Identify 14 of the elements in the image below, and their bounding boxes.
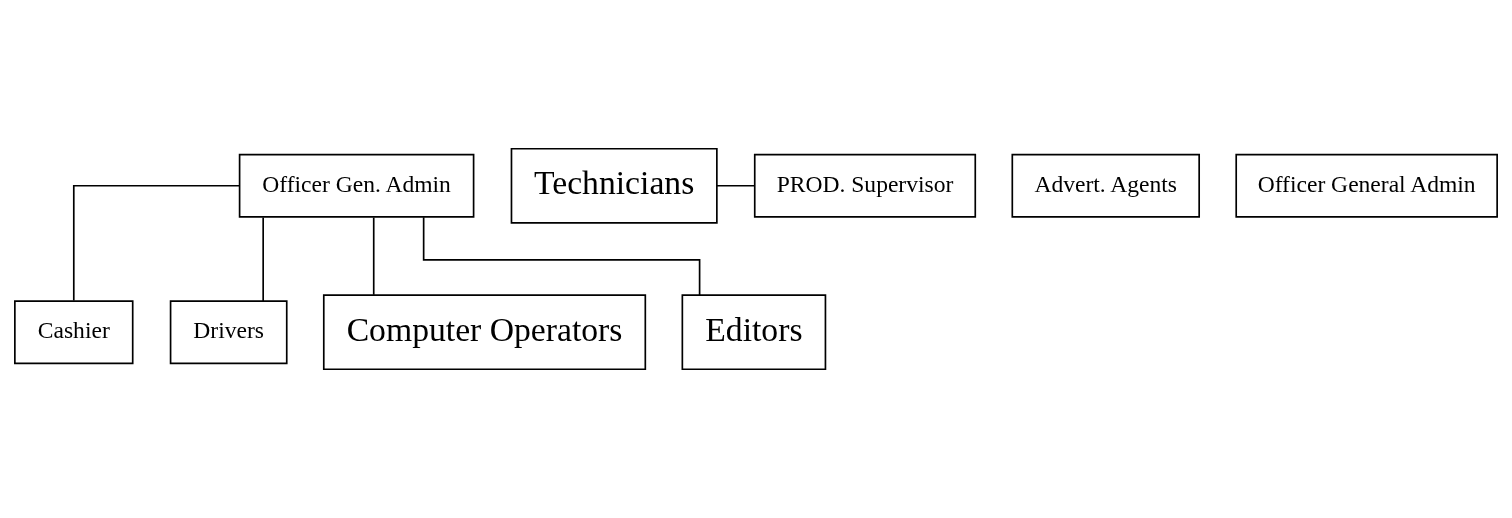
node-box: Advert. Agents <box>1011 153 1200 218</box>
connector <box>422 216 701 297</box>
connector <box>72 184 240 302</box>
node-box: Editors <box>681 294 827 371</box>
node-box: PROD. Supervisor <box>753 153 977 218</box>
node-box: Officer Gen. Admin <box>238 153 475 218</box>
node-box: Computer Operators <box>322 294 647 371</box>
connector <box>262 216 264 302</box>
node-box: Technicians <box>510 147 718 224</box>
node-box: Officer General Admin <box>1235 153 1498 218</box>
connector <box>372 216 375 296</box>
node-box: Drivers <box>169 300 288 365</box>
node-box: Cashier <box>14 300 134 365</box>
connector <box>716 184 756 187</box>
